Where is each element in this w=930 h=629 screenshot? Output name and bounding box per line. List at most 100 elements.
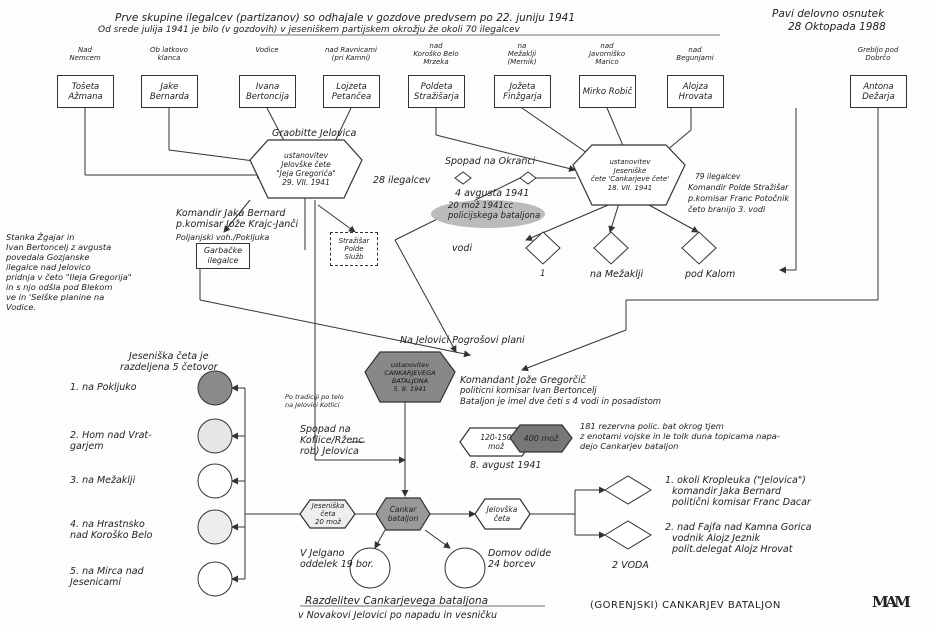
left-list-item-1: 1. na Pokljuko — [70, 382, 137, 393]
left-list-item-5: 5. na Mirca nad Jesenicami — [70, 566, 144, 588]
author-monogram: MAM — [872, 593, 911, 611]
spopad-okranci: Spopad na Okranci — [445, 156, 536, 167]
diamond-vod-1 — [525, 231, 561, 265]
komandir-bernard: Komandir Jaka Bernard — [176, 208, 286, 219]
date-line-1: Pavi delovno osnutek — [772, 8, 885, 20]
ceta-vodi: četo branijo 3. vodi — [688, 205, 766, 214]
police-battalion-shading — [431, 200, 545, 228]
circle-hom — [197, 418, 233, 454]
vodi-label: vodi — [452, 243, 473, 254]
hex-jelovska-ceta-2 — [474, 498, 531, 530]
circle-jelgano — [349, 547, 391, 589]
graobite-label: Graobitte Jelovica — [272, 128, 357, 139]
partizani-note: Po tradiciji po telo na Jelovici Kotlici — [285, 393, 344, 409]
hex-jeseniska-ceta-20 — [299, 499, 356, 529]
ceta-1-line-1: 1. okoli Kropleuka ("Jelovica") — [665, 475, 806, 486]
poljanjski-label: Poljanjski voh./Pokljuka — [176, 233, 270, 242]
date-line-2: 28 Oktopada 1988 — [788, 21, 886, 33]
v-jelgano: V Jelgano oddelek 19 bor. — [300, 548, 374, 570]
ceta-1-line-3: politični komisar Franc Dacar — [672, 497, 811, 508]
circle-pokljuka — [197, 370, 233, 406]
top-box-azman: Tošeta Ažmana — [57, 75, 114, 108]
top-box-bernard: Jake Bernarda — [141, 75, 198, 108]
komandant: Komandant Jože Gregorčič — [460, 375, 586, 386]
top-label-5: nad Koroško Belo Mrzeka — [413, 42, 459, 66]
vod-mezaklji: na Mežaklji — [590, 269, 644, 280]
bataljon-note: Bataljon je imel dve četi s 4 vodi in po… — [460, 397, 662, 407]
ceta-2-line-1: 2. nad Fajfa nad Kamna Gorica — [665, 522, 812, 533]
diamond-vod-3 — [681, 231, 717, 265]
box-strazisar-polde: Stražišar Polde Služb — [330, 232, 378, 266]
circle-domov — [444, 547, 486, 589]
vod-1: 1 — [540, 269, 546, 279]
circle-mezaklji — [197, 463, 233, 499]
footer-line-2: v Novakovi Jelovici po napadu in vesničk… — [298, 610, 497, 621]
top-label-2: Ob latkovo klanca — [150, 46, 188, 62]
footer-line-1: Razdelitev Cankarjevega bataljona — [305, 595, 489, 607]
ceta-2-line-2: vodnik Alojz Jeznik — [672, 533, 761, 544]
hex-jelovska-text-2: Jelovška četa — [486, 505, 518, 523]
top-box-robic: Mirko Robič — [579, 75, 636, 108]
hex-jeseniska-ceta — [572, 144, 686, 206]
hex-400-text: 400 mož — [523, 433, 559, 443]
top-label-4: nad Ravnicami (pri Kamni) — [325, 46, 377, 62]
header-line-2: Od srede julija 1941 je bilo (v gozdovih… — [98, 25, 520, 35]
hex-cankar-bataljon — [375, 497, 431, 531]
diamond-voda-1 — [604, 475, 652, 505]
diamond-spopad-b — [519, 171, 537, 185]
top-box-dezar: Antona Dežarja — [850, 75, 907, 108]
hex-jelovska-ceta — [249, 139, 363, 199]
top-label-1: Nad Nemcem — [69, 46, 101, 62]
left-list-item-3: 3. na Mežaklji — [70, 475, 136, 486]
komisar-potocnik: p.komisar Franc Potočnik — [688, 194, 789, 203]
domov-odide: Domov odide 24 borcev — [488, 548, 552, 570]
top-box-petance: Lojzeta Petančea — [323, 75, 380, 108]
dva-voda: 2 VODA — [612, 560, 649, 571]
left-list-item-4: 4. na Hrastnsko nad Koroško Belo — [70, 519, 153, 541]
komandir-strazisar: Komandir Polde Stražišar — [688, 183, 789, 192]
top-label-7: nad Javorniško Marico — [588, 42, 626, 66]
diamond-voda-2 — [604, 520, 652, 550]
top-box-finzgar: Jožeta Finžgarja — [494, 75, 551, 108]
avgust-8: 8. avgust 1941 — [470, 460, 542, 471]
top-label-9: Grebljo pod Dobrčo — [857, 46, 899, 62]
komisar-krajc: p.komisar Jože Krajc-Janči — [176, 219, 299, 230]
diamond-spopad-a — [454, 171, 472, 185]
top-box-hrovat: Alojza Hrovata — [667, 75, 724, 108]
hex-jelovska-text: ustanovitev Jelovške čete "Jeja Gregorić… — [276, 151, 336, 187]
ceta-2-line-3: polit.delegat Alojz Hrovat — [672, 544, 793, 555]
diagram-caption: (GORENJSKI) CANKARJEV BATALJON — [590, 600, 781, 611]
hex-120-text: 120-150 mož — [480, 433, 512, 451]
policijski-bataljon: 20 mož 1941cc policijskega bataljona — [448, 201, 541, 221]
top-box-bertoncelj: Ivana Bertoncija — [239, 75, 296, 108]
hex-cankar-text: Cankar bataljon — [387, 505, 419, 523]
header-line-1: Prve skupine ilegalcev (partizanov) so o… — [115, 12, 576, 24]
ilegalcev-79: 79 ilegalcev — [695, 172, 741, 181]
top-label-3: Vodice — [255, 46, 279, 54]
box-garbacke: Garbačke ilegalce — [196, 243, 250, 269]
left-list-item-2: 2. Hom nad Vrat- garjem — [70, 430, 152, 452]
politicni-komisar: politicni komisar Ivan Bertoncelj — [460, 386, 597, 396]
left-list-title: Jeseniška četa je razdeljena 5 četovor — [120, 351, 218, 373]
hex-jeseniska-20-text: Jeseniška četa 20 mož — [311, 502, 345, 526]
hex-cankarjev-bataljon — [364, 351, 456, 403]
circle-hrastnsko — [197, 509, 233, 545]
top-label-8: nad Begunjami — [676, 46, 714, 62]
circle-mirca — [197, 561, 233, 597]
hex-400-mož — [509, 424, 573, 453]
ilegalcev-28: 28 ilegalcev — [373, 175, 431, 186]
na-jelovici: Na Jelovici Pogrošovi plani — [400, 335, 525, 346]
top-label-6: na Mežaklji (Mernik) — [507, 42, 537, 66]
ceta-1-line-2: komandir Jaka Bernard — [672, 486, 782, 497]
diamond-vod-2 — [593, 231, 629, 265]
policijski-napad: 181 rezervna polic. bat okrog tjem z eno… — [580, 421, 780, 451]
hex-ustanovitev-bataljona: ustanovitev CANKARJEVEGA BATALJONA 5. 8.… — [384, 361, 436, 393]
note-zgajar: Stanka Žgajar in Ivan Bertoncelj z avgus… — [6, 232, 132, 312]
top-box-strazisar: Poldeta Stražišarja — [408, 75, 465, 108]
vod-kalom: pod Kalom — [685, 269, 736, 280]
spopad-koflice: Spopad na Koflice/Rženc rob) Jelovica — [300, 424, 364, 457]
hex-jeseniska-text: ustanovitev Jeseniške čete 'Cankarjeve č… — [590, 158, 670, 192]
avgust-4: 4 avgusta 1941 — [455, 188, 530, 199]
